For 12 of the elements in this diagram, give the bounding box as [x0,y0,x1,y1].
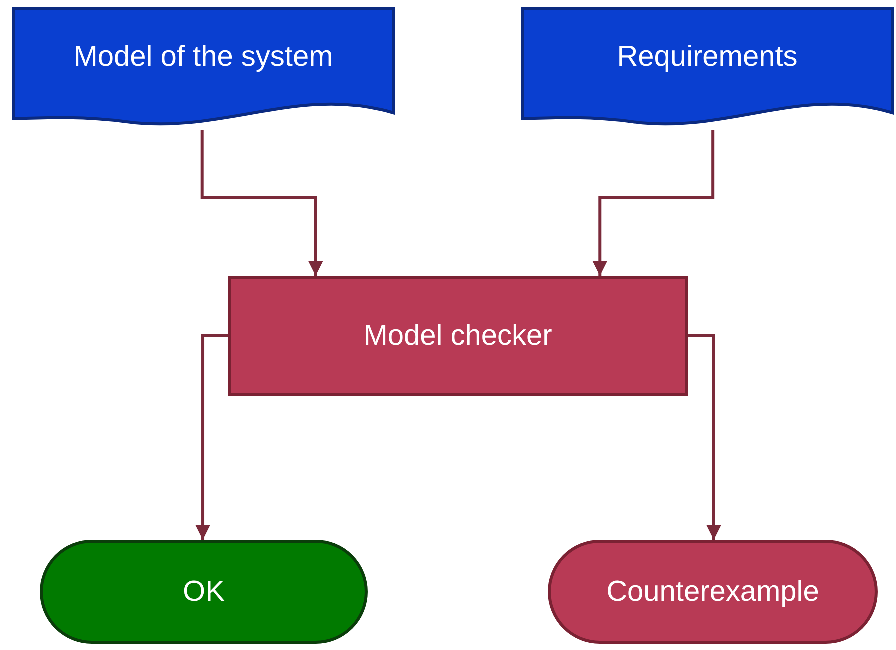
node-label: Model of the system [74,41,334,74]
node-label: Model checker [364,320,552,352]
node-label: OK [183,576,225,608]
arrow [688,334,722,540]
node-label: Requirements [617,41,798,74]
process-box [228,276,688,396]
arrow [196,334,228,540]
arrow [200,130,324,276]
arrow [592,130,715,276]
terminal-shape [40,540,368,644]
node-label: Counterexample [606,576,820,608]
terminal-shape [548,540,878,644]
